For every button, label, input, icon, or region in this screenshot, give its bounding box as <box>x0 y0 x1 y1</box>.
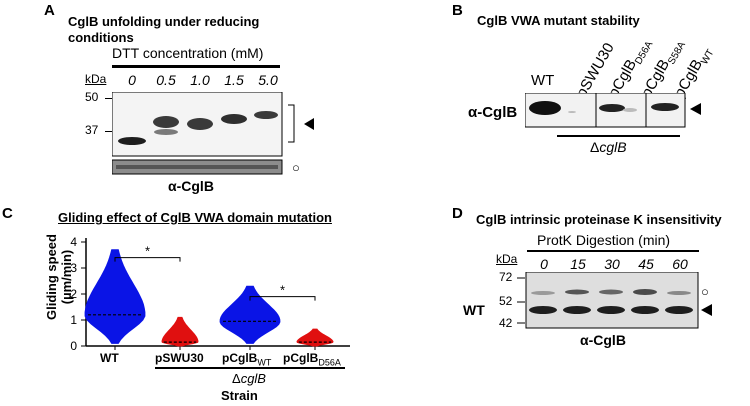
panel-d-marker-72: 72 <box>499 270 513 284</box>
panel-a-header: DTT concentration (mM) <box>112 45 264 61</box>
panel-c-title: Gliding effect of CglB VWA domain mutati… <box>58 210 332 225</box>
lane-label: 45 <box>638 256 654 272</box>
sig-star: * <box>280 283 285 298</box>
sig-bracket <box>249 296 316 301</box>
panel-d-row-label: WT <box>463 302 485 318</box>
panel-d-header-bar <box>527 250 699 252</box>
panel-c-strain: ΔcglB <box>232 371 266 386</box>
panel-d-header: ProtK Digestion (min) <box>537 232 671 248</box>
violin-3 <box>296 328 334 347</box>
panel-b-lanes: WT pSWU30 pCglBD56A pCglBS58A pCglBWT <box>531 39 717 100</box>
y-tick-label: 2 <box>70 287 77 301</box>
lane-label: 5.0 <box>258 72 278 88</box>
panel-d-marker-42: 42 <box>499 316 513 330</box>
panel-b-strain-bar <box>557 135 680 137</box>
chart-marks: ** <box>84 244 334 347</box>
lane-label: 60 <box>672 256 688 272</box>
panel-a-header-bar <box>112 65 280 68</box>
lane-label: 0 <box>540 256 548 272</box>
x-tick-label: WT <box>100 351 119 365</box>
marker-tick <box>105 131 113 132</box>
panel-c-strain-bar <box>155 367 345 369</box>
lane-label: 30 <box>604 256 620 272</box>
lane-label: 0.5 <box>156 72 176 88</box>
panel-c-xlabel: Strain <box>221 388 258 403</box>
violin-1 <box>161 316 199 347</box>
lane-label: 0 <box>128 72 136 88</box>
lane-label: 1.0 <box>190 72 210 88</box>
y-tick-label: 4 <box>70 235 77 249</box>
panel-b-antibody: α-CglB <box>468 104 518 121</box>
y-tick-label: 3 <box>70 261 77 275</box>
panel-b-title: CglB VWA mutant stability <box>477 13 640 28</box>
lane-label: 15 <box>570 256 586 272</box>
lane-label: WT <box>531 72 555 89</box>
panel-d-blot <box>517 272 712 329</box>
violin-0 <box>84 249 146 344</box>
panel-c-letter: C <box>2 205 13 222</box>
y-tick-label: 0 <box>70 339 77 353</box>
panel-b-blot <box>525 93 701 128</box>
panel-d-marker-52: 52 <box>499 294 513 308</box>
sig-star: * <box>145 244 150 259</box>
marker-tick <box>105 98 113 99</box>
x-tick-label: pCglBD56A <box>283 351 341 368</box>
panel-a-title-line2: conditions <box>68 30 134 45</box>
lane-label: 1.5 <box>224 72 244 88</box>
panel-a-antibody: α-CglB <box>168 178 214 194</box>
ylabel-line: Gliding speed <box>44 234 59 320</box>
panel-a-marker-50: 50 <box>85 90 99 104</box>
panel-a-letter: A <box>44 2 55 19</box>
x-tick-label: pCglBWT <box>222 351 272 368</box>
panel-b-strain: ΔcglB <box>590 139 627 155</box>
panel-d-antibody: α-CglB <box>580 332 626 348</box>
panel-a-bracket <box>288 104 314 143</box>
panel-a-title: CglB unfolding under reducing conditions <box>68 14 259 46</box>
panel-a-title-line1: CglB unfolding under reducing <box>68 14 260 29</box>
panel-a-circle-icon: ○ <box>292 160 300 175</box>
panel-d-circle-icon: ○ <box>701 284 709 299</box>
violin-2 <box>219 285 281 344</box>
y-tick-label: 1 <box>70 313 77 327</box>
panel-d-letter: D <box>452 205 463 222</box>
panel-b-letter: B <box>452 2 463 19</box>
x-tick-label: pSWU30 <box>155 351 204 365</box>
panel-d-title: CglB intrinsic proteinase K insensitivit… <box>476 212 722 227</box>
panel-a-blot <box>112 92 283 175</box>
panel-a-marker-37: 37 <box>85 123 99 137</box>
panel-a-kda: kDa <box>85 72 107 86</box>
panel-d-kda: kDa <box>496 252 518 266</box>
panel-a-lanes: 0 0.5 1.0 1.5 5.0 <box>115 72 290 88</box>
sig-bracket <box>114 257 181 262</box>
panel-d-lanes: 0 15 30 45 60 <box>527 256 702 272</box>
chart-axes: 0 1 2 3 4 <box>70 235 350 353</box>
